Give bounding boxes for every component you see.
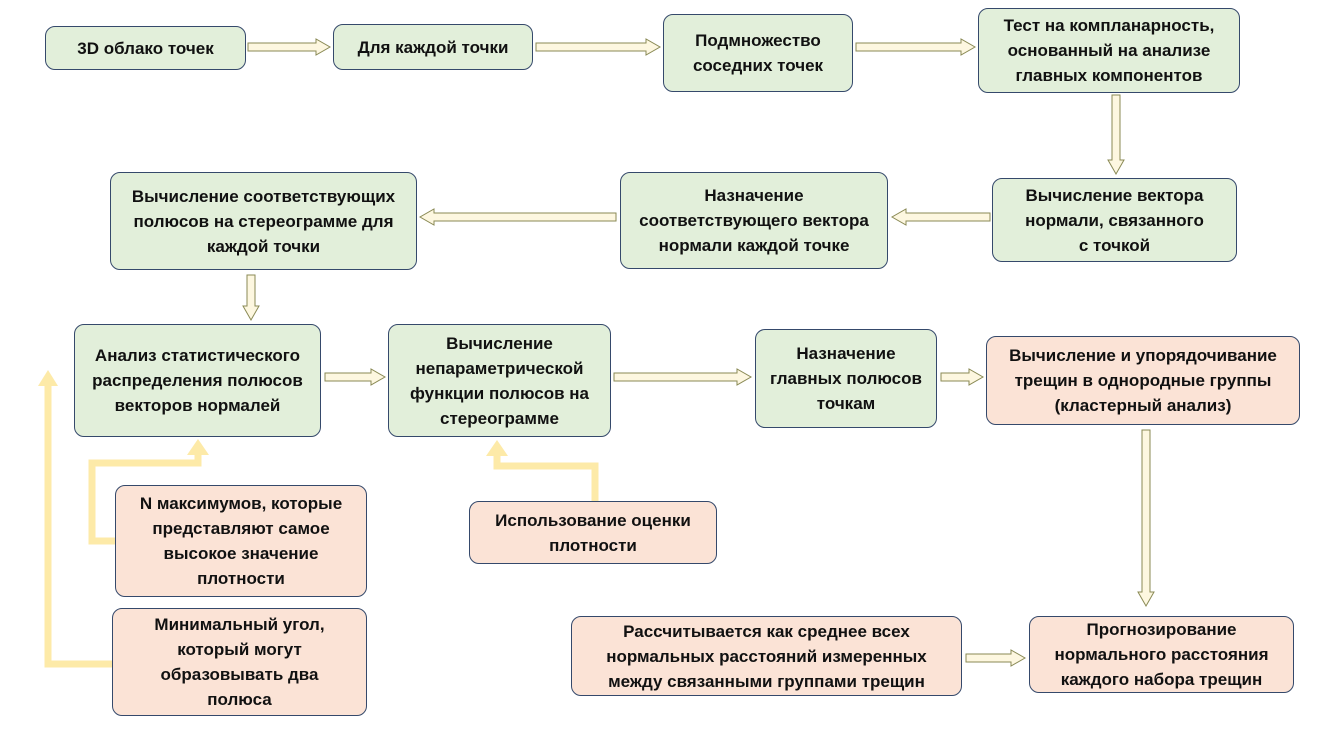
node-forecast-spacing: Прогнозирование нормального расстояния к… xyxy=(1029,616,1294,693)
arrow-main-poles-to-clustering xyxy=(940,368,985,386)
feedback-arrows xyxy=(44,386,599,668)
arrow-poles-to-analysis xyxy=(242,274,260,322)
feedback-arrowhead-min-angle xyxy=(38,370,58,386)
node-normal-vector: Вычисление вектора нормали, связанного с… xyxy=(992,178,1237,262)
feedback-arrowhead-n-maxima xyxy=(187,439,209,455)
arrow-assign-to-poles xyxy=(418,208,617,226)
node-point-cloud: 3D облако точек xyxy=(45,26,246,70)
arrow-normal-to-assign xyxy=(890,208,991,226)
node-compute-poles: Вычисление соответствующих полюсов на ст… xyxy=(110,172,417,270)
node-n-maxima: N максимумов, которые представляют самое… xyxy=(115,485,367,597)
node-coplanarity-test: Тест на компланарность, основанный на ан… xyxy=(978,8,1240,93)
feedback-arrow-n-maxima xyxy=(88,454,202,545)
arrow-test-to-normal xyxy=(1107,94,1125,176)
node-density-estimate: Использование оценки плотности xyxy=(469,501,717,564)
arrow-cloud-to-each xyxy=(247,38,332,56)
node-assign-main-poles: Назначение главных полюсов точкам xyxy=(755,329,937,428)
node-stat-analysis: Анализ статистического распределения пол… xyxy=(74,324,321,437)
node-neighbor-subset: Подмножество соседних точек xyxy=(663,14,853,92)
feedback-arrow-min-angle xyxy=(44,386,112,668)
arrow-each-to-subset xyxy=(535,38,662,56)
node-nonparam-function: Вычисление непараметрической функции пол… xyxy=(388,324,611,437)
arrow-clustering-to-forecast xyxy=(1137,429,1155,608)
feedback-arrowhead-density xyxy=(486,440,508,456)
arrow-analysis-to-nonparam xyxy=(324,368,387,386)
arrow-mean-to-forecast xyxy=(965,649,1027,667)
node-mean-distance: Рассчитывается как среднее всех нормальн… xyxy=(571,616,962,696)
node-clustering: Вычисление и упорядочивание трещин в одн… xyxy=(986,336,1300,425)
arrow-subset-to-test xyxy=(855,38,977,56)
feedback-arrow-density xyxy=(493,455,599,501)
arrow-nonparam-to-main-poles xyxy=(613,368,753,386)
node-assign-normal: Назначение соответствующего вектора норм… xyxy=(620,172,888,269)
node-for-each-point: Для каждой точки xyxy=(333,24,533,70)
node-min-angle: Минимальный угол, который могут образовы… xyxy=(112,608,367,716)
